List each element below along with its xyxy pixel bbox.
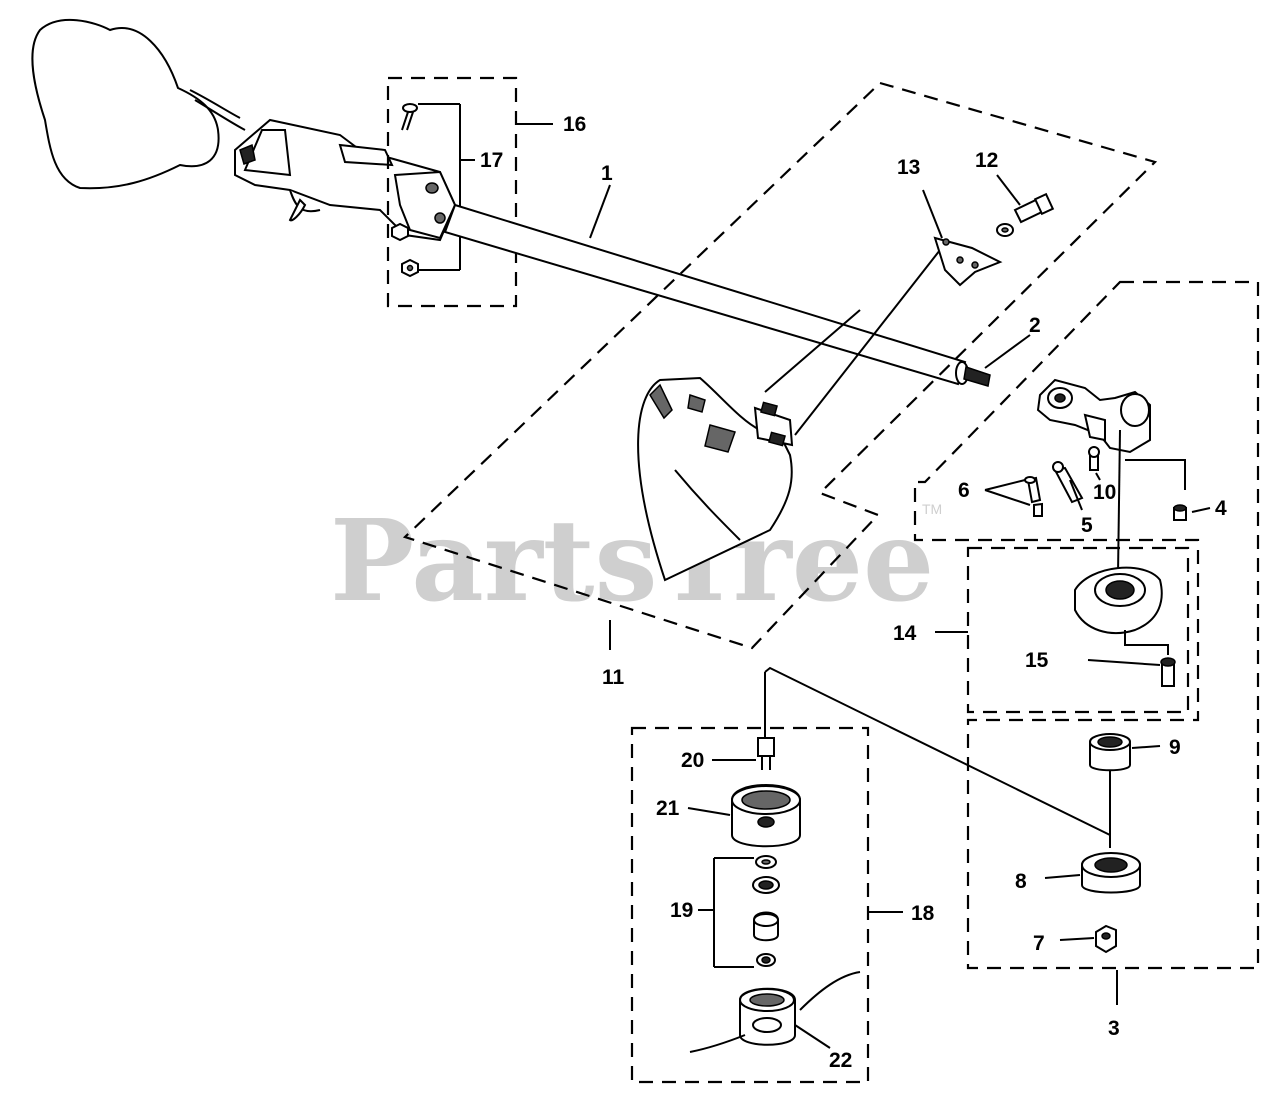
trimmer-head-22 xyxy=(689,971,861,1053)
screw-10 xyxy=(1088,446,1100,471)
nut-17-mid xyxy=(391,222,409,242)
label-22: 22 xyxy=(829,1049,852,1072)
screw-15 xyxy=(1160,657,1176,687)
washer-12 xyxy=(996,223,1014,237)
nut-17-bottom xyxy=(401,258,419,278)
watermark-text: PartsTree xyxy=(330,496,934,627)
label-7: 7 xyxy=(1033,932,1045,955)
label-1: 1 xyxy=(601,162,613,185)
thrust-plate xyxy=(1074,566,1169,655)
label-15: 15 xyxy=(1025,649,1049,672)
gear-head xyxy=(1036,378,1151,454)
label-10: 10 xyxy=(1093,481,1116,504)
label-8: 8 xyxy=(1015,870,1027,893)
label-14: 14 xyxy=(893,622,917,645)
label-19: 19 xyxy=(670,899,693,922)
bolt-20 xyxy=(757,737,775,770)
part-labels: 1 2 3 4 5 6 7 8 9 10 11 12 13 14 15 16 1… xyxy=(480,113,1227,1072)
label-9: 9 xyxy=(1169,736,1181,759)
screw-5 xyxy=(1052,461,1084,504)
spring-washer-stack-19 xyxy=(752,855,780,967)
screw-6-a xyxy=(1024,476,1042,504)
spool-housing-21 xyxy=(731,784,801,848)
box-18 xyxy=(630,726,870,1084)
label-13: 13 xyxy=(897,156,920,179)
screw-4 xyxy=(1173,504,1187,521)
engine-assembly xyxy=(31,18,457,242)
screw-17-top xyxy=(401,103,418,131)
box-14 xyxy=(966,546,1190,714)
label-3: 3 xyxy=(1108,1017,1120,1040)
label-16: 16 xyxy=(563,113,586,136)
screw-6-b xyxy=(1033,502,1043,517)
label-11: 11 xyxy=(602,666,625,689)
label-6: 6 xyxy=(958,479,970,502)
label-12: 12 xyxy=(975,149,998,172)
label-20: 20 xyxy=(681,749,704,772)
box-3 xyxy=(913,280,1260,970)
label-21: 21 xyxy=(656,797,680,820)
label-17: 17 xyxy=(480,149,503,172)
grass-guard xyxy=(637,376,794,582)
label-18: 18 xyxy=(911,902,935,925)
label-4: 4 xyxy=(1215,497,1227,520)
box-11 xyxy=(402,81,1158,650)
watermark-trademark: TM xyxy=(922,501,942,517)
spool-adapter-8 xyxy=(1081,852,1141,894)
cap-9 xyxy=(1089,733,1131,772)
screw-12 xyxy=(1013,192,1055,224)
box-16 xyxy=(386,76,518,308)
nut-7 xyxy=(1095,924,1117,954)
label-5: 5 xyxy=(1081,514,1093,537)
guard-bracket xyxy=(933,236,1003,287)
drive-shaft xyxy=(443,203,991,387)
label-2: 2 xyxy=(1029,314,1041,337)
